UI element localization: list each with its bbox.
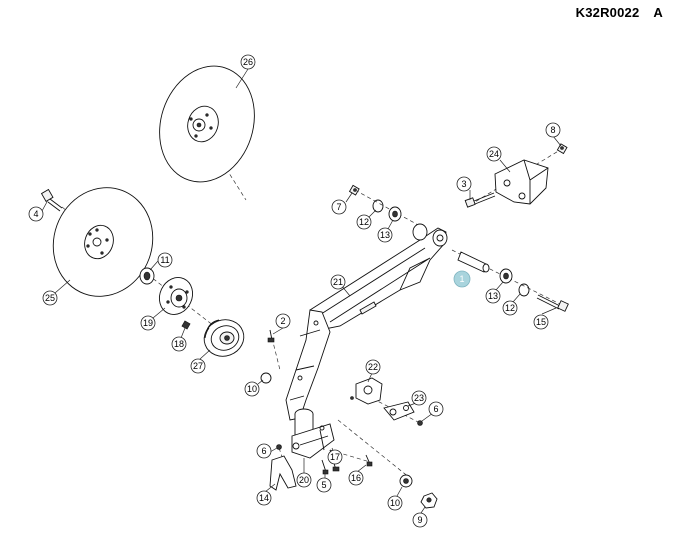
callout-9: 9	[412, 512, 428, 528]
svg-text:6: 6	[433, 404, 438, 414]
svg-text:23: 23	[414, 393, 424, 403]
set-screw	[365, 454, 373, 467]
lower-disc-blade	[52, 187, 154, 297]
small-bolt	[267, 329, 275, 343]
svg-text:3: 3	[461, 179, 466, 189]
svg-text:12: 12	[505, 303, 515, 313]
svg-text:1: 1	[459, 274, 464, 284]
callout-3: 3	[456, 176, 472, 192]
pivot-nut-upper	[348, 184, 360, 196]
upper-mount-bracket	[494, 159, 549, 205]
callout-21: 21	[330, 274, 346, 290]
clamp-bracket	[350, 377, 383, 405]
callout-18: 18	[171, 336, 187, 352]
mount-bolt	[321, 459, 329, 475]
callout-27: 27	[190, 358, 206, 374]
svg-text:2: 2	[280, 316, 285, 326]
svg-text:6: 6	[261, 446, 266, 456]
svg-text:27: 27	[193, 361, 203, 371]
callout-6-right: 6	[428, 401, 444, 417]
pivot-bolt	[536, 294, 569, 312]
revision-letter: A	[653, 5, 663, 20]
svg-text:8: 8	[550, 125, 555, 135]
disc-bolt	[40, 188, 63, 212]
callout-13-lower: 13	[485, 288, 501, 304]
bracket-assembly	[291, 408, 335, 459]
link-plate	[383, 401, 415, 421]
svg-text:10: 10	[390, 498, 400, 508]
callout-8: 8	[545, 122, 561, 138]
scraper-blade	[269, 455, 297, 491]
bracket-bolt	[464, 192, 496, 208]
svg-text:26: 26	[243, 57, 253, 67]
svg-text:7: 7	[336, 202, 341, 212]
svg-text:5: 5	[321, 480, 326, 490]
callout-2: 2	[275, 313, 291, 329]
callout-23: 23	[411, 390, 427, 406]
press-wheel	[203, 319, 245, 357]
callout-12-lower: 12	[502, 300, 518, 316]
callout-25: 25	[42, 290, 58, 306]
washer-upper	[372, 199, 384, 213]
svg-text:14: 14	[259, 493, 269, 503]
callout-10: 10	[244, 381, 260, 397]
callout-13: 13	[377, 227, 393, 243]
svg-text:19: 19	[143, 318, 153, 328]
hub-nut	[181, 320, 191, 330]
bushing-upper	[388, 206, 402, 222]
callout-22: 22	[365, 359, 381, 375]
reference-number: K32R0022	[575, 5, 640, 20]
bracket-nut	[556, 143, 568, 155]
callout-7: 7	[331, 199, 347, 215]
callout-17: 17	[327, 449, 343, 465]
callout-19: 19	[140, 315, 156, 331]
svg-text:25: 25	[45, 293, 55, 303]
nut-left	[276, 444, 282, 450]
svg-text:24: 24	[489, 149, 499, 159]
bearing	[139, 267, 155, 285]
nut-right	[417, 420, 423, 426]
washer-lower	[518, 283, 530, 297]
svg-text:13: 13	[488, 291, 498, 301]
callout-20: 20	[296, 472, 312, 488]
lock-nut	[420, 492, 438, 509]
pivot-pin	[457, 251, 490, 273]
callout-11: 11	[157, 252, 173, 268]
svg-text:4: 4	[33, 209, 38, 219]
svg-text:22: 22	[368, 362, 378, 372]
upper-disc-blade	[159, 65, 255, 183]
svg-text:17: 17	[330, 452, 340, 462]
washer-mid	[260, 372, 272, 384]
main-arm-frame	[285, 223, 448, 421]
callout-1-highlighted[interactable]: 1	[453, 270, 471, 288]
svg-text:10: 10	[247, 384, 257, 394]
svg-text:18: 18	[174, 339, 184, 349]
callout-12: 12	[356, 214, 372, 230]
svg-text:15: 15	[536, 317, 546, 327]
svg-text:13: 13	[380, 230, 390, 240]
bushing-lower	[499, 268, 513, 284]
callout-26: 26	[240, 54, 256, 70]
callout-10-lower: 10	[387, 495, 403, 511]
svg-text:9: 9	[417, 515, 422, 525]
callout-16: 16	[348, 470, 364, 486]
svg-text:20: 20	[299, 475, 309, 485]
svg-text:12: 12	[359, 217, 369, 227]
callout-24: 24	[486, 146, 502, 162]
svg-text:11: 11	[160, 255, 169, 265]
callout-5: 5	[316, 477, 332, 493]
callout-14: 14	[256, 490, 272, 506]
svg-text:21: 21	[333, 277, 343, 287]
svg-text:16: 16	[351, 473, 361, 483]
callout-4: 4	[28, 206, 44, 222]
callout-6-left: 6	[256, 443, 272, 459]
washer-lower-right	[399, 474, 413, 488]
drawing-reference: K32R0022 A	[576, 5, 663, 20]
wheel-hub	[158, 277, 194, 315]
callout-15: 15	[533, 314, 549, 330]
